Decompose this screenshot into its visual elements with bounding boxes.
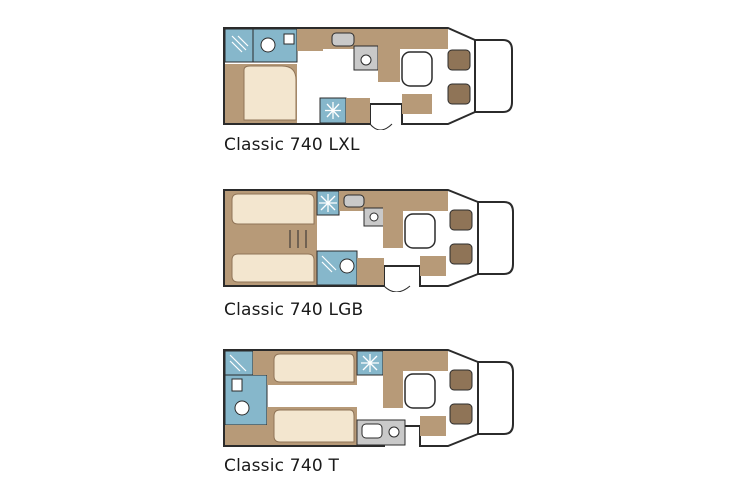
single-bed-right [273, 409, 355, 443]
entry-cabinet [402, 94, 432, 114]
cab-nose [474, 39, 513, 113]
washroom [224, 374, 268, 426]
dinette-table [401, 51, 433, 87]
floorplan-lxl-drawing [223, 27, 513, 130]
floorplan-t-drawing [223, 349, 514, 447]
cab-seat-right [447, 83, 471, 105]
sink-icon [231, 378, 243, 392]
shower-cubicle [224, 350, 254, 376]
toilet-icon [260, 37, 276, 53]
hob-burner [369, 212, 379, 222]
snowflake-icon [325, 102, 341, 119]
cab-seat-left [449, 209, 473, 231]
rear-cabinet [225, 64, 235, 123]
dinette-bench [378, 46, 400, 82]
rear-cabinet [225, 425, 267, 445]
single-bed-left [231, 193, 315, 225]
floorplan-classic-740-t [220, 346, 520, 447]
hob-burner [360, 54, 372, 66]
dinette-bench [383, 208, 403, 248]
shower-icon [321, 255, 337, 273]
shower-cubicle [224, 28, 254, 63]
toilet-icon [339, 258, 355, 274]
entry-cabinet [420, 256, 446, 276]
snowflake-icon [361, 354, 379, 372]
kitchen-sink [331, 32, 355, 47]
wardrobe [253, 351, 267, 375]
steps [289, 230, 307, 248]
floorplan-lgb-drawing [223, 189, 514, 292]
dinette-back [383, 191, 448, 211]
kitchen-sink [343, 194, 365, 208]
floorplan-label: Classic 740 T [224, 456, 340, 476]
island-bed [243, 65, 297, 121]
dinette-table [404, 213, 436, 249]
hob-burner [388, 426, 400, 438]
kitchen-sink [361, 423, 383, 439]
entry-door [383, 285, 411, 292]
single-bed-right [231, 253, 315, 283]
cab-nose [477, 361, 514, 435]
snowflake-icon [319, 194, 337, 212]
shower-icon [229, 354, 247, 372]
single-bed-left [273, 353, 355, 383]
dinette-back [378, 29, 448, 49]
wardrobe [357, 258, 384, 285]
cab-nose [477, 201, 514, 275]
sink-icon [283, 33, 295, 45]
toilet-icon [234, 400, 250, 416]
dinette-table [404, 373, 436, 409]
cab-seat-left [449, 369, 473, 391]
entry-door [369, 123, 393, 130]
dinette-back [383, 351, 448, 371]
cab-seat-right [449, 403, 473, 425]
dinette-bench [383, 368, 403, 408]
floorplan-classic-740-lxl [220, 24, 520, 130]
bed-step [225, 227, 317, 251]
wardrobe [297, 29, 323, 51]
floorplan-classic-740-lgb [220, 186, 520, 292]
side-cabinet [346, 98, 370, 123]
entry-cabinet [420, 416, 446, 436]
floorplan-label: Classic 740 LGB [224, 300, 364, 320]
cab-seat-left [447, 49, 471, 71]
floorplan-label: Classic 740 LXL [224, 135, 360, 155]
cab-seat-right [449, 243, 473, 265]
shower-icon [231, 35, 249, 53]
